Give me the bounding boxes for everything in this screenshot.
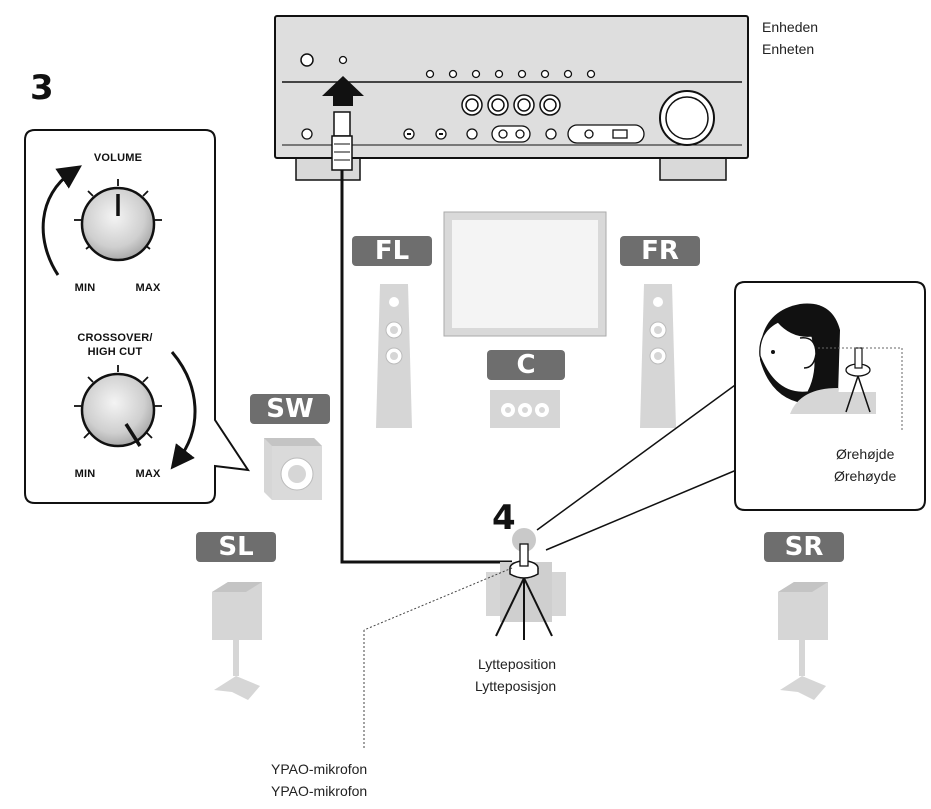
crossover-title-line2: HIGH CUT <box>87 346 143 358</box>
listening-chair <box>486 528 566 622</box>
tv-screen <box>443 211 607 337</box>
receiver-label-line1: Enheden <box>762 19 819 35</box>
step-3-number: 3 <box>30 68 54 108</box>
crossover-title-line1: CROSSOVER/ <box>77 332 153 344</box>
receiver-label-line2: Enheten <box>762 41 815 57</box>
front-right-speaker <box>640 284 676 428</box>
subwoofer <box>264 438 322 500</box>
listening-position-line1: Lytteposition <box>478 656 557 672</box>
volume-title: VOLUME <box>93 152 143 164</box>
volume-min-label: MIN <box>74 282 96 294</box>
badge-subwoofer: SW <box>250 394 330 424</box>
badge-surround-left: SL <box>196 532 276 562</box>
badge-surround-right: SR <box>764 532 844 562</box>
ear-height-line1: Ørehøjde <box>836 446 895 462</box>
step-4-number: 4 <box>492 498 516 538</box>
microphone-label-line2: YPAO-mikrofon <box>271 783 368 799</box>
surround-left-speaker <box>212 582 262 700</box>
front-left-speaker <box>376 284 412 428</box>
microphone-cable <box>331 111 512 564</box>
microphone-label-line1: YPAO-mikrofon <box>271 761 368 777</box>
badge-front-left: FL <box>352 236 432 266</box>
ear-height-line2: Ørehøyde <box>834 468 897 484</box>
ear-height-callout <box>734 281 926 511</box>
subwoofer-knob-panel <box>24 129 251 504</box>
insert-arrow-icon <box>322 76 364 106</box>
av-receiver <box>274 15 749 181</box>
leader-lines <box>363 379 747 748</box>
crossover-min-label: MIN <box>74 468 96 480</box>
volume-max-label: MAX <box>135 282 161 294</box>
badge-front-right: FR <box>620 236 700 266</box>
ypao-microphone-icon <box>495 543 553 640</box>
surround-right-speaker <box>778 582 828 700</box>
crossover-max-label: MAX <box>135 468 161 480</box>
badge-center: C <box>487 350 565 380</box>
listening-position-line2: Lytteposisjon <box>475 678 557 694</box>
center-speaker <box>490 390 560 428</box>
